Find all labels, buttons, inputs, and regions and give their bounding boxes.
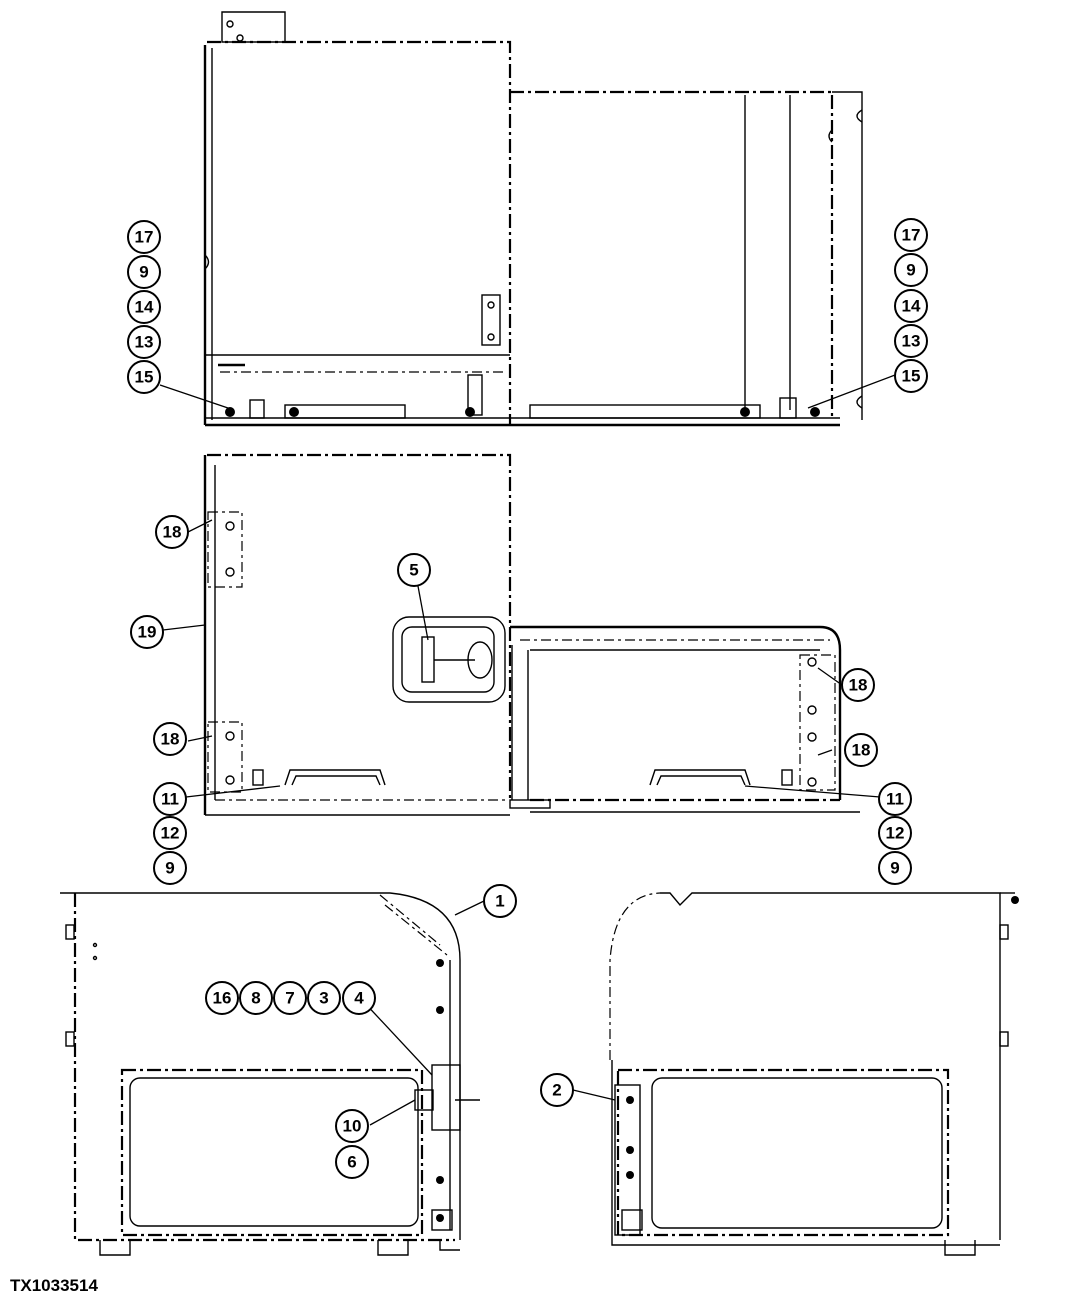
callout-number: 17 [135,228,154,247]
callout-number: 1 [495,892,504,911]
callout-12-left: 12 [153,816,187,850]
callout-number: 9 [890,859,899,878]
callout-4: 4 [342,981,376,1015]
callout-13-right: 13 [894,324,928,358]
callout-11-right: 11 [878,782,912,816]
callout-19: 19 [130,615,164,649]
callout-number: 18 [161,730,180,749]
callout-number: 14 [135,298,154,317]
callout-1: 1 [483,884,517,918]
callout-number: 12 [161,824,180,843]
callout-11-left: 11 [153,782,187,816]
callout-15-right: 15 [894,359,928,393]
callout-9-middle-right: 9 [878,851,912,885]
callout-12-right: 12 [878,816,912,850]
callout-number: 7 [285,989,294,1008]
callout-number: 18 [849,676,868,695]
callout-number: 9 [165,859,174,878]
callout-18-upper-right: 18 [841,668,875,702]
callout-number: 14 [902,297,921,316]
callout-number: 13 [902,332,921,351]
callout-number: 9 [139,263,148,282]
top-view [203,11,863,427]
callout-6: 6 [335,1145,369,1179]
callout-number: 16 [213,989,232,1008]
callout-number: 2 [552,1081,561,1100]
callout-number: 15 [135,368,154,387]
bottom-right-view [609,892,1019,1256]
callout-17-left: 17 [127,220,161,254]
callout-18-lower-left: 18 [153,722,187,756]
callout-9-top-right: 9 [894,253,928,287]
callout-2: 2 [540,1073,574,1107]
callout-number: 5 [409,561,418,580]
callout-18-lower-right: 18 [844,733,878,767]
callout-number: 11 [161,790,179,809]
callout-14-left: 14 [127,290,161,324]
callout-10: 10 [335,1109,369,1143]
middle-view [203,453,860,816]
callout-number: 18 [852,741,871,760]
callout-9-middle-left: 9 [153,851,187,885]
callout-number: 18 [163,523,182,542]
callout-number: 13 [135,333,154,352]
callout-7: 7 [273,981,307,1015]
callout-14-right: 14 [894,289,928,323]
callout-9-top-left: 9 [127,255,161,289]
callout-15-left: 15 [127,360,161,394]
callout-number: 8 [251,989,260,1008]
callout-number: 6 [347,1153,356,1172]
callout-number: 12 [886,824,905,843]
callout-16: 16 [205,981,239,1015]
callout-number: 3 [319,989,328,1008]
callout-number: 19 [138,623,157,642]
callout-8: 8 [239,981,273,1015]
callout-3: 3 [307,981,341,1015]
callout-number: 15 [902,367,921,386]
callout-18-upper-left: 18 [155,515,189,549]
figure-id-label: TX1033514 [10,1276,98,1295]
callout-17-right: 17 [894,218,928,252]
callout-number: 11 [886,790,904,809]
callout-number: 17 [902,226,921,245]
bottom-left-view [60,892,480,1256]
callout-number: 9 [906,261,915,280]
callout-number: 10 [343,1117,362,1136]
callout-5: 5 [397,553,431,587]
callout-13-left: 13 [127,325,161,359]
callout-number: 4 [354,989,364,1008]
